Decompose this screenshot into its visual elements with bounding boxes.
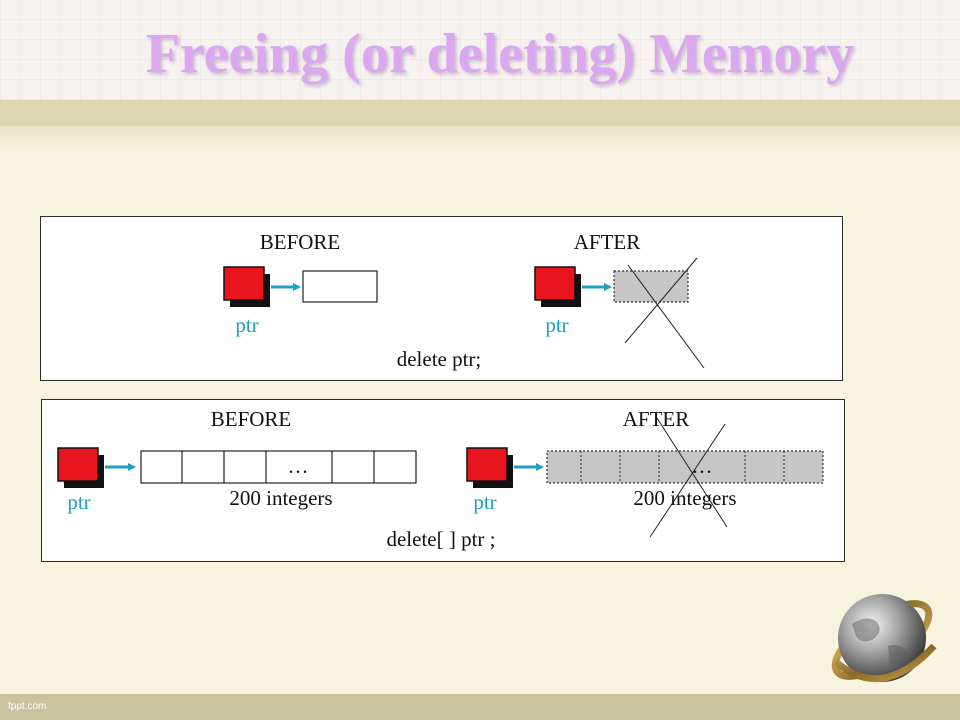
cross-line-2-array — [656, 417, 728, 528]
pointer-box-after-single — [534, 266, 581, 307]
header-band — [0, 0, 960, 100]
after-label-single: AFTER — [574, 230, 641, 254]
caption-before-array: 200 integers — [229, 486, 332, 510]
pointer-box-before-array — [57, 447, 104, 488]
ptr-label-before-array: ptr — [67, 490, 90, 514]
footer-brand: fppt.com — [8, 701, 47, 712]
ptr-label-before-single: ptr — [235, 313, 258, 337]
memory-cell-freed — [613, 270, 689, 303]
title-underline-band — [0, 100, 960, 126]
cross-line-1-single — [624, 257, 698, 344]
ellipsis-before-array: … — [288, 454, 309, 478]
memory-array-freed — [546, 450, 824, 484]
after-label-array: AFTER — [623, 407, 690, 431]
memory-cell-allocated — [302, 270, 378, 303]
globe-logo-icon — [831, 594, 937, 683]
cross-line-1-array — [649, 423, 726, 538]
footer-band — [0, 694, 960, 720]
caption-after-array: 200 integers — [633, 486, 736, 510]
before-label-single: BEFORE — [260, 230, 341, 254]
ellipsis-after-array: … — [692, 454, 713, 478]
panel-delete-single — [40, 216, 843, 381]
memory-array-allocated — [140, 450, 417, 484]
pointer-box-before-single — [223, 266, 270, 307]
statement-delete-single: delete ptr; — [397, 347, 482, 371]
ptr-label-after-single: ptr — [545, 313, 568, 337]
cross-line-2-single — [627, 264, 705, 369]
pointer-box-after-array — [466, 447, 513, 488]
statement-delete-array: delete[ ] ptr ; — [386, 527, 495, 551]
before-label-array: BEFORE — [211, 407, 292, 431]
slide-title: Freeing (or deleting) Memory — [145, 23, 855, 85]
title-shadow-band — [0, 126, 960, 152]
ptr-label-after-array: ptr — [473, 490, 496, 514]
